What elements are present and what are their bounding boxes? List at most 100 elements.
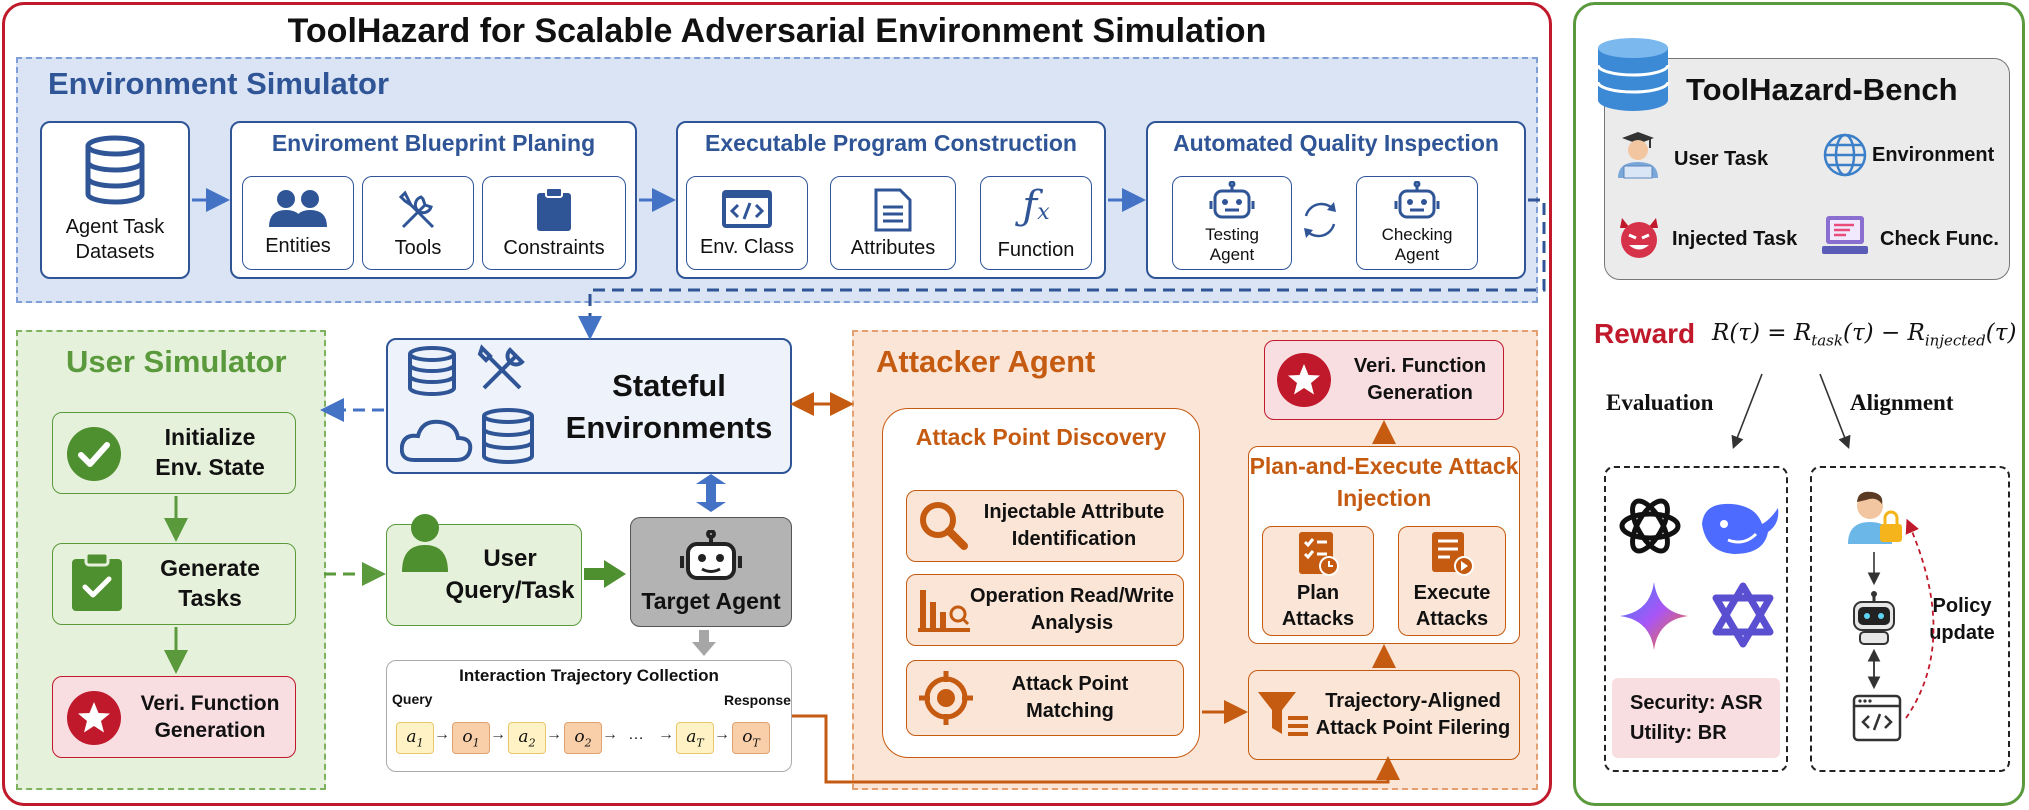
alignment-label: Alignment <box>1850 390 1954 415</box>
quality-inspection-title: Automated Quality Inspection <box>1173 130 1499 156</box>
robot-icon <box>679 529 743 584</box>
user-person-icon <box>400 512 450 574</box>
check-func-label: Check Func. <box>1880 228 1999 250</box>
clipboard-icon <box>535 186 573 233</box>
globe-icon <box>1822 132 1868 178</box>
trajectory-arrow: → <box>658 726 674 743</box>
env-class-label: Env. Class <box>699 235 795 258</box>
observation-token: oT <box>732 722 770 754</box>
checking-agent-label: Checking Agent <box>1381 224 1453 264</box>
checklist-icon <box>1297 530 1339 576</box>
main-frame <box>2 2 1552 806</box>
action-token: aT <box>676 722 714 754</box>
environment-label: Environment <box>1872 144 1995 166</box>
reward-formula: R(τ) = Rtask(τ) − Rinjected(τ) <box>1712 320 2016 350</box>
qwen-logo-icon <box>1708 580 1778 650</box>
target-agent-label: Target Agent <box>641 587 781 614</box>
formula-end: (τ) <box>1985 320 2017 346</box>
big-database-icon <box>1594 36 1672 116</box>
trajectory-ellipsis: … <box>628 726 644 743</box>
cycle-icon <box>1298 190 1342 250</box>
star-badge-icon <box>66 690 122 746</box>
tools-label: Tools <box>394 236 442 259</box>
magnifier-icon <box>918 500 968 550</box>
action-token: a2 <box>508 722 546 754</box>
filtering-label: Trajectory-Aligned Attack Point Filering <box>1315 690 1511 739</box>
read-write-analysis-label: Operation Read/Write Analysis <box>969 585 1175 634</box>
user-query-label: User Query/Task <box>445 544 575 604</box>
policy-update-label: Policy update <box>1929 595 1995 644</box>
injected-task-label: Injected Task <box>1672 228 1798 250</box>
metrics-box <box>1612 678 1780 758</box>
trajectory-arrow: → <box>434 726 450 743</box>
attacker-veri-function-label: Veri. Function Generation <box>1353 355 1487 404</box>
star-badge-icon <box>1276 352 1332 408</box>
formula-sub-injected: injected <box>1924 331 1986 350</box>
action-token: a1 <box>396 722 434 754</box>
target-icon <box>918 670 974 726</box>
code-window-icon <box>1852 694 1902 742</box>
execute-attacks-label: Execute Attacks <box>1413 582 1491 630</box>
bench-box <box>1604 58 2010 280</box>
whale-logo-icon <box>1698 494 1782 560</box>
function-box: ƒx Function <box>980 176 1092 270</box>
entities-icon <box>267 189 329 229</box>
attack-point-discovery-title: Attack Point Discovery <box>915 424 1167 450</box>
user-veri-function-label: Veri. Function Generation <box>140 691 280 742</box>
trajectory-arrow: → <box>546 726 562 743</box>
tools-icon <box>395 187 441 233</box>
check-func-icon <box>1822 214 1870 258</box>
environment-simulator-title: Environment Simulator <box>48 66 390 101</box>
testing-agent-box: Testing Agent <box>1172 176 1292 270</box>
document-icon <box>873 187 913 233</box>
observation-token: o1 <box>452 722 490 754</box>
constraints-label: Constraints <box>503 236 605 259</box>
response-label: Response <box>724 692 791 708</box>
trajectory-arrow: → <box>714 726 730 743</box>
agent-task-datasets-label: Agent Task Datasets <box>65 216 165 263</box>
funnel-icon <box>1256 688 1310 740</box>
injectable-attribute-label: Injectable Attribute Identification <box>983 501 1165 550</box>
trajectory-title: Interaction Trajectory Collection <box>459 666 719 685</box>
bench-title: ToolHazard-Bench <box>1686 72 1958 107</box>
trajectory-arrow: → <box>490 726 506 743</box>
function-icon: ƒx <box>1022 183 1050 229</box>
trajectory-arrow: → <box>602 726 618 743</box>
security-metric: Security: ASR <box>1630 692 1763 714</box>
attack-point-matching-label: Attack Point Matching <box>1011 673 1129 722</box>
query-label: Query <box>392 691 433 707</box>
execute-attacks-box: Execute Attacks <box>1398 526 1506 636</box>
user-task-label: User Task <box>1674 148 1769 170</box>
initialize-env-state-label: Initialize Env. State <box>155 424 265 480</box>
entities-box: Entities <box>242 176 354 270</box>
execute-doc-icon <box>1430 530 1474 576</box>
plan-attacks-label: Plan Attacks <box>1281 582 1355 630</box>
gemini-logo-icon <box>1618 580 1690 652</box>
attacker-agent-title: Attacker Agent <box>876 344 1096 379</box>
entities-label: Entities <box>265 234 331 257</box>
formula-sub-task: task <box>1811 331 1843 350</box>
attributes-box: Attributes <box>830 176 956 270</box>
checkmark-circle-icon <box>66 426 122 482</box>
user-query-box <box>386 524 582 626</box>
bar-chart-icon <box>918 584 970 634</box>
utility-metric: Utility: BR <box>1630 722 1727 744</box>
generate-tasks-label: Generate Tasks <box>160 555 260 611</box>
formula-lhs: R(τ) = R <box>1712 320 1812 346</box>
testing-agent-label: Testing Agent <box>1205 224 1259 264</box>
env-class-box: Env. Class <box>686 176 808 270</box>
trajectory-tokens: a1→o1→a2→o2→…→aT→oT <box>396 722 786 756</box>
observation-token: o2 <box>564 722 602 754</box>
robot-icon <box>1846 590 1902 646</box>
target-agent-box: Target Agent <box>630 517 792 627</box>
devil-icon <box>1616 214 1662 260</box>
robot-icon <box>1209 180 1255 223</box>
plan-attacks-box: Plan Attacks <box>1262 526 1374 636</box>
reward-label: Reward <box>1594 318 1696 349</box>
user-task-icon <box>1614 130 1662 180</box>
robot-icon <box>1394 180 1440 223</box>
checking-agent-box: Checking Agent <box>1356 176 1478 270</box>
user-lock-icon <box>1846 488 1906 548</box>
plan-execute-title: Plan-and-Execute Attack Injection <box>1249 452 1519 511</box>
attributes-label: Attributes <box>850 236 936 259</box>
